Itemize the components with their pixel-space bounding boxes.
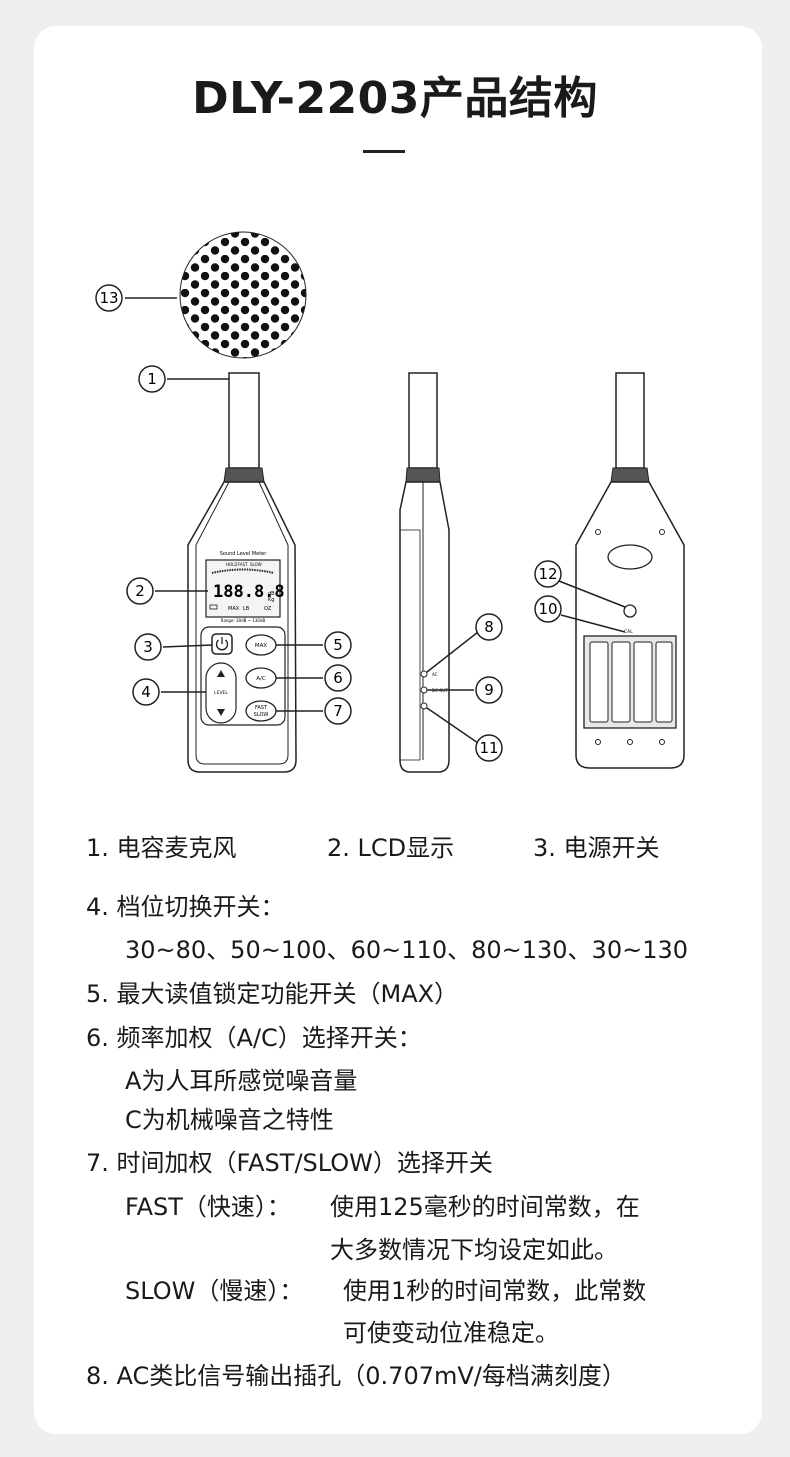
callout-5: 5 xyxy=(276,631,352,659)
desc-item-8: 8. AC类比信号输出插孔（0.707mV/每档满刻度） xyxy=(86,1362,626,1390)
callout-7: 7 xyxy=(276,697,352,725)
page-title: DLY-2203产品结构 xyxy=(192,73,598,124)
dc-output-jack xyxy=(420,686,428,694)
callout-8-label: 8 xyxy=(484,618,494,636)
desc-item-6-c: C为机械噪音之特性 xyxy=(125,1106,334,1134)
callout-5-label: 5 xyxy=(333,636,343,654)
lcd-kg-unit: Kg xyxy=(268,597,274,603)
desc-item-7-slow-line2: 可使变动位准稳定。 xyxy=(343,1319,559,1347)
meter-side-view: AC DC OUT xyxy=(399,372,450,773)
lcd-hold-label: HOLD xyxy=(226,562,237,567)
callout-1: 1 xyxy=(138,365,229,393)
callout-8: 8 xyxy=(426,613,503,673)
callout-1-label: 1 xyxy=(147,370,157,388)
callout-10: 10 xyxy=(534,595,626,633)
callout-7-label: 7 xyxy=(333,702,343,720)
lcd-fast-label: FAST xyxy=(238,562,248,567)
dc-input-jack xyxy=(420,702,428,710)
microphone-stem xyxy=(228,372,260,469)
callout-12-label: 12 xyxy=(538,565,557,583)
callout-13: 13 xyxy=(95,284,177,312)
desc-item-3: 3. 电源开关 xyxy=(533,834,660,862)
meter-back-view: CAL xyxy=(575,372,685,769)
callout-11: 11 xyxy=(426,707,503,762)
desc-item-7-fast-label: FAST（快速）： xyxy=(125,1193,291,1221)
callout-13-label: 13 xyxy=(99,289,118,307)
battery-icon xyxy=(209,604,218,610)
fast-slow-button[interactable] xyxy=(245,700,277,722)
lcd-slow-label: SLOW xyxy=(250,562,262,567)
level-up-icon xyxy=(217,670,225,677)
cal-label: CAL xyxy=(624,629,633,635)
lcd-reading: 188.8.8 xyxy=(213,582,285,602)
lcd-oz-label: OZ xyxy=(264,606,272,612)
lcd-db-unit: dB xyxy=(268,591,275,597)
side-jack-ac-label: AC xyxy=(432,672,438,677)
callout-12: 12 xyxy=(534,560,626,608)
ac-output-jack xyxy=(420,670,428,678)
calibration-screw xyxy=(623,604,637,618)
back-microphone-stem xyxy=(615,372,645,469)
side-microphone-stem xyxy=(408,372,438,469)
power-icon xyxy=(215,637,229,651)
meter-header: Sound Level Meter xyxy=(220,551,268,557)
desc-item-4-ranges: 30~80、50~100、60~110、80~130、30~130 xyxy=(125,936,689,964)
level-down-icon xyxy=(217,709,225,716)
fast-label: FAST xyxy=(255,705,268,711)
desc-item-4: 4. 档位切换开关： xyxy=(86,893,285,921)
desc-item-2: 2. LCD显示 xyxy=(327,834,455,862)
ac-button-label: A/C xyxy=(256,676,266,682)
lcd-lb-label: LB xyxy=(243,606,250,612)
callout-6-label: 6 xyxy=(333,669,343,687)
desc-item-7: 7. 时间加权（FAST/SLOW）选择开关 xyxy=(86,1149,493,1177)
desc-item-6-a: A为人耳所感觉噪音量 xyxy=(125,1067,358,1095)
max-button-label: MAX xyxy=(255,643,268,649)
product-structure-diagram: 13 Sound Level Meter HOLD FAST SLOW 188.… xyxy=(95,231,685,773)
desc-item-5: 5. 最大读值锁定功能开关（MAX） xyxy=(86,980,459,1008)
desc-item-7-slow-label: SLOW（慢速）： xyxy=(125,1277,304,1305)
desc-item-6: 6. 频率加权（A/C）选择开关： xyxy=(86,1024,422,1052)
callout-3: 3 xyxy=(134,633,213,661)
callout-2-label: 2 xyxy=(135,582,145,600)
range-text: Range: 30dB ~ 130dB xyxy=(221,618,266,623)
desc-item-7-fast-line2: 大多数情况下均设定如此。 xyxy=(330,1236,618,1264)
lcd-display xyxy=(205,559,281,618)
callout-10-label: 10 xyxy=(538,600,557,618)
callout-9: 9 xyxy=(427,676,503,704)
microphone-grille-closeup xyxy=(179,231,307,359)
callout-11-label: 11 xyxy=(479,739,498,757)
desc-item-7-fast-line1: 使用125毫秒的时间常数，在 xyxy=(330,1193,640,1221)
callout-6: 6 xyxy=(276,664,352,692)
meter-side-body xyxy=(399,481,450,773)
level-label: LEVEL xyxy=(214,690,228,696)
callout-3-label: 3 xyxy=(143,638,153,656)
lcd-max-label: MAX xyxy=(228,606,240,612)
callout-4: 4 xyxy=(132,678,206,706)
meter-front-view: Sound Level Meter HOLD FAST SLOW 188.8.8… xyxy=(187,372,297,773)
callout-9-label: 9 xyxy=(484,681,494,699)
callout-4-label: 4 xyxy=(141,683,151,701)
desc-item-1: 1. 电容麦克风 xyxy=(86,834,237,862)
back-label-window xyxy=(607,544,653,570)
title-divider xyxy=(363,150,405,153)
level-button[interactable] xyxy=(205,662,237,724)
callout-2: 2 xyxy=(126,577,208,605)
slow-label: SLOW xyxy=(254,712,269,718)
desc-item-7-slow-line1: 使用1秒的时间常数，此常数 xyxy=(343,1277,647,1305)
